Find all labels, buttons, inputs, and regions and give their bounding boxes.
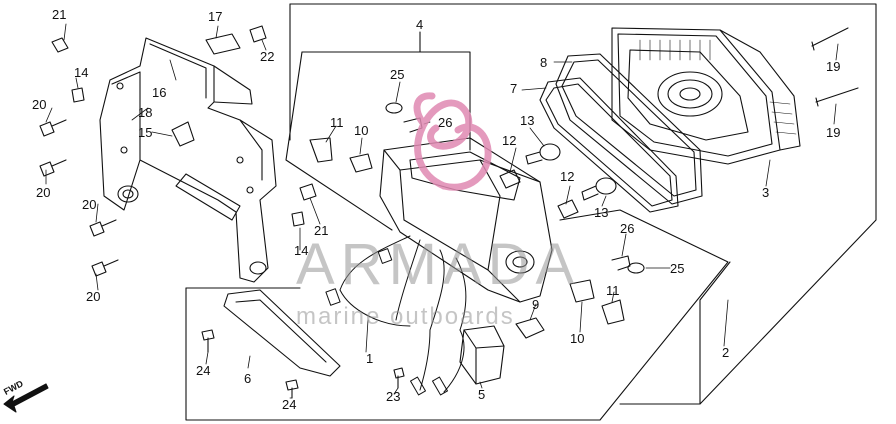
watermark-subtitle: marine outboards bbox=[296, 303, 515, 330]
socket-upper bbox=[499, 169, 521, 189]
grommet bbox=[515, 317, 545, 339]
callout-22: 22 bbox=[260, 49, 275, 64]
socket-10-lower bbox=[569, 279, 595, 303]
callout-21-upper: 21 bbox=[52, 7, 67, 22]
reflector bbox=[171, 121, 195, 147]
callout-2: 2 bbox=[722, 345, 730, 360]
callout-10-upper: 10 bbox=[354, 123, 369, 138]
screw-20-a bbox=[39, 119, 67, 137]
callout-23: 23 bbox=[386, 389, 401, 404]
socket-11-lower bbox=[601, 299, 625, 325]
nut-21-lower bbox=[299, 183, 317, 201]
callout-25-upper: 25 bbox=[390, 67, 405, 82]
watermark-title: ARMADA bbox=[296, 232, 581, 297]
callout-14-upper: 14 bbox=[74, 65, 89, 80]
callout-13-lower: 13 bbox=[594, 205, 609, 220]
callout-14-lower: 14 bbox=[294, 243, 309, 258]
bulb-lower bbox=[581, 177, 617, 201]
callout-6: 6 bbox=[244, 371, 252, 386]
callout-20-d: 20 bbox=[86, 289, 101, 304]
clip-lower bbox=[611, 255, 631, 271]
assembly-outline bbox=[289, 3, 877, 405]
callout-3: 3 bbox=[762, 185, 770, 200]
callout-21-lower: 21 bbox=[314, 223, 329, 238]
callout-7: 7 bbox=[510, 81, 518, 96]
screw-20-d bbox=[91, 259, 119, 277]
callout-15: 15 bbox=[138, 125, 153, 140]
callout-18: 18 bbox=[138, 105, 153, 120]
callout-26-upper: 26 bbox=[438, 115, 453, 130]
callout-16: 16 bbox=[152, 85, 167, 100]
tail-lens bbox=[611, 27, 801, 165]
lens-gasket bbox=[555, 53, 703, 205]
grommet-14-upper bbox=[71, 87, 85, 103]
callout-9: 9 bbox=[532, 297, 540, 312]
callout-1: 1 bbox=[366, 351, 374, 366]
callout-26-lower: 26 bbox=[620, 221, 635, 236]
lamp-housing bbox=[379, 137, 553, 303]
callout-10-lower: 10 bbox=[570, 331, 585, 346]
socket-11-upper bbox=[309, 137, 333, 163]
nut-22 bbox=[249, 25, 267, 43]
callout-12-lower: 12 bbox=[560, 169, 575, 184]
callout-24-b: 24 bbox=[282, 397, 297, 412]
socket-relay bbox=[459, 325, 505, 385]
bulb-upper bbox=[525, 143, 561, 165]
watermark-logo bbox=[413, 92, 492, 191]
washer-upper bbox=[385, 102, 403, 114]
callout-25-lower: 25 bbox=[670, 261, 685, 276]
callout-24-a: 24 bbox=[196, 363, 211, 378]
callout-19-lower: 19 bbox=[826, 125, 841, 140]
socket-lower bbox=[557, 199, 579, 219]
callout-12-upper: 12 bbox=[502, 133, 517, 148]
callout-13-upper: 13 bbox=[520, 113, 535, 128]
screw-24-b bbox=[285, 379, 299, 399]
screw-24-a bbox=[201, 329, 215, 353]
screw-19-upper bbox=[811, 27, 849, 51]
lens-frame bbox=[539, 77, 679, 213]
license-light-cover bbox=[223, 289, 341, 377]
callout-5: 5 bbox=[478, 387, 486, 402]
mounting-bracket bbox=[99, 37, 277, 283]
wiring-harness bbox=[325, 235, 467, 396]
callout-20-a: 20 bbox=[32, 97, 47, 112]
callout-11-lower: 11 bbox=[606, 283, 620, 298]
screw-20-c bbox=[89, 219, 117, 237]
screw-19-lower bbox=[815, 87, 859, 107]
nut-21-upper bbox=[51, 37, 69, 53]
fwd-arrow bbox=[3, 383, 49, 413]
washer-lower bbox=[627, 262, 645, 274]
callout-11-upper: 11 bbox=[330, 115, 344, 130]
callout-8: 8 bbox=[540, 55, 548, 70]
screw-20-b bbox=[39, 159, 67, 177]
socket-10-upper bbox=[349, 153, 373, 173]
callout-17: 17 bbox=[208, 9, 223, 24]
callout-20-b: 20 bbox=[36, 185, 51, 200]
callout-20-c: 20 bbox=[82, 197, 97, 212]
bracket-17 bbox=[205, 33, 241, 55]
screw-23 bbox=[393, 367, 405, 389]
callout-19-upper: 19 bbox=[826, 59, 841, 74]
callout-4: 4 bbox=[416, 17, 424, 32]
grommet-14-lower bbox=[291, 211, 305, 227]
